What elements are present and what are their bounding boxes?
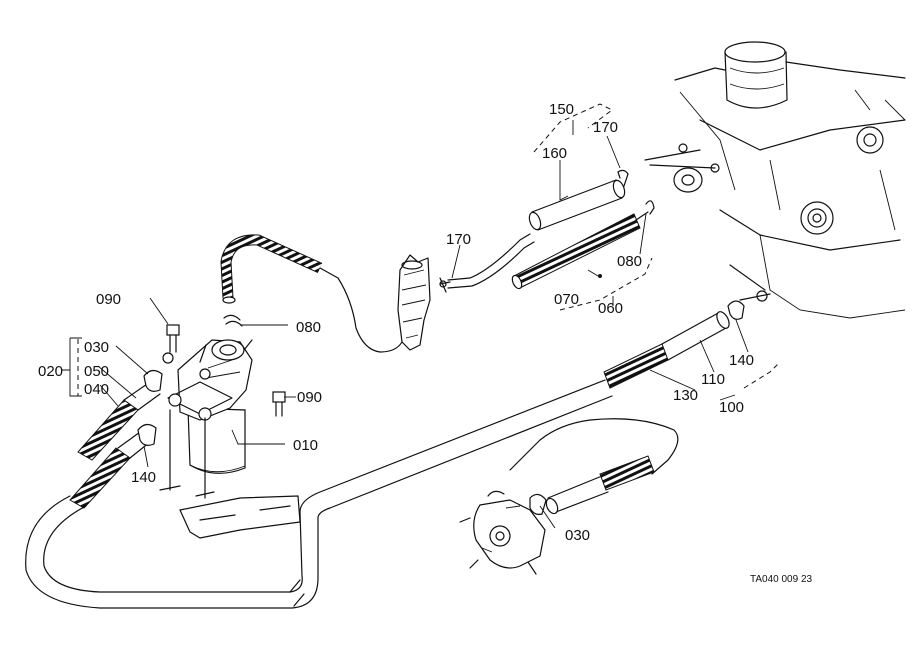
callout-labels: 090 030 020 050 040 140 080 090 010 030 …: [38, 101, 813, 585]
banjo-fittings: [644, 143, 771, 302]
callout-160: 160: [542, 145, 567, 162]
callout-030-left: 030: [84, 339, 109, 356]
fuel-filter: [159, 339, 301, 539]
callout-140-right: 140: [729, 352, 754, 369]
hose-100-group: [603, 300, 745, 389]
callout-090-right: 090: [297, 389, 322, 406]
hose-160-group: [528, 169, 629, 231]
callout-170-right: 170: [593, 119, 618, 136]
engine-block: [674, 41, 906, 319]
callout-060: 060: [598, 300, 623, 317]
callout-130: 130: [673, 387, 698, 404]
return-line: [439, 233, 535, 293]
hose-070-group: [511, 200, 655, 290]
callout-090-top: 090: [96, 291, 121, 308]
callout-080-right: 080: [617, 253, 642, 270]
callout-020: 020: [38, 363, 63, 380]
callout-080-filter: 080: [296, 319, 321, 336]
callout-050: 050: [84, 363, 109, 380]
callout-170-left: 170: [446, 231, 471, 248]
feed-pump: [397, 254, 431, 351]
callout-030-bottom: 030: [565, 527, 590, 544]
filter-top-hose: [220, 234, 403, 353]
leader-lines: [62, 120, 749, 529]
callout-100: 100: [719, 399, 744, 416]
callout-070: 070: [554, 291, 579, 308]
left-hoses: [69, 352, 174, 509]
drawing-id: TA040 009 23: [750, 574, 813, 585]
callout-040: 040: [84, 381, 109, 398]
callout-140-left: 140: [131, 469, 156, 486]
callout-150: 150: [549, 101, 574, 118]
injection-pump: [459, 490, 546, 575]
callout-010: 010: [293, 437, 318, 454]
callout-110: 110: [701, 371, 725, 388]
lower-feed-hose: [509, 418, 679, 515]
return-pipe-loop: [25, 379, 613, 609]
